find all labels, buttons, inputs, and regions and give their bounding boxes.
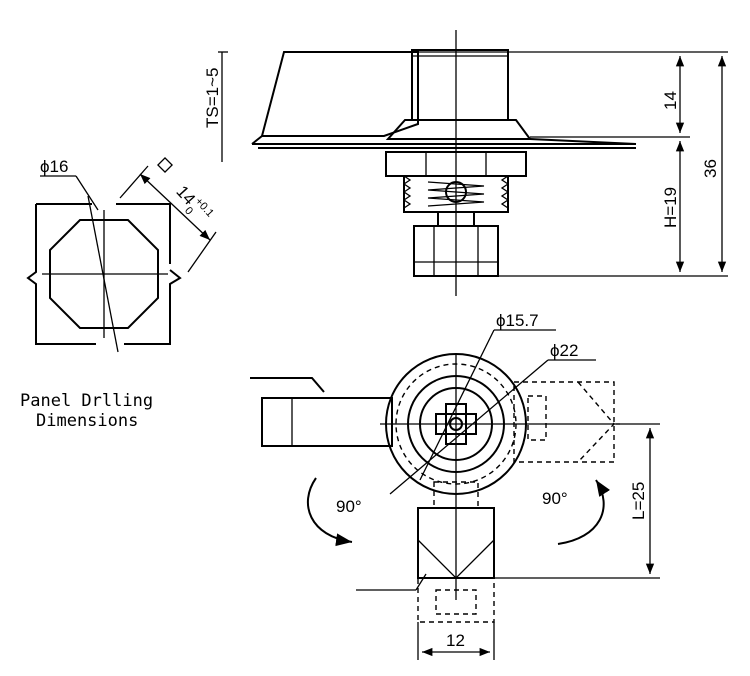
- height-h19-label: H=19: [661, 187, 680, 228]
- dia-16-label: ϕ16: [40, 157, 68, 176]
- length-25-label: L=25: [629, 482, 648, 520]
- tolerance-plus-label: +0.1: [192, 195, 215, 219]
- panel-drilling-title: Panel Drlling: [20, 391, 153, 411]
- rotation-right-label: 90°: [542, 489, 568, 508]
- rotation-left-label: 90°: [336, 497, 362, 516]
- panel-drilling-subtitle: Dimensions: [36, 411, 138, 431]
- dia-22-label: ϕ22: [550, 341, 578, 360]
- side-dimensions: TS=1~5 14 36 H=19: [203, 51, 728, 277]
- panel-drilling-view: ϕ16 14 +0.1 0 Panel Drlling Dimensions: [20, 157, 217, 431]
- ts-label: TS=1~5: [203, 68, 222, 129]
- width-12-label: 12: [446, 631, 465, 650]
- height-14-label: 14: [661, 91, 680, 110]
- front-view: ϕ15.7 ϕ22 90° 90° L=25 12: [250, 311, 660, 660]
- height-36-label: 36: [701, 159, 720, 178]
- dia-157-label: ϕ15.7: [496, 311, 539, 330]
- side-view: [251, 30, 637, 296]
